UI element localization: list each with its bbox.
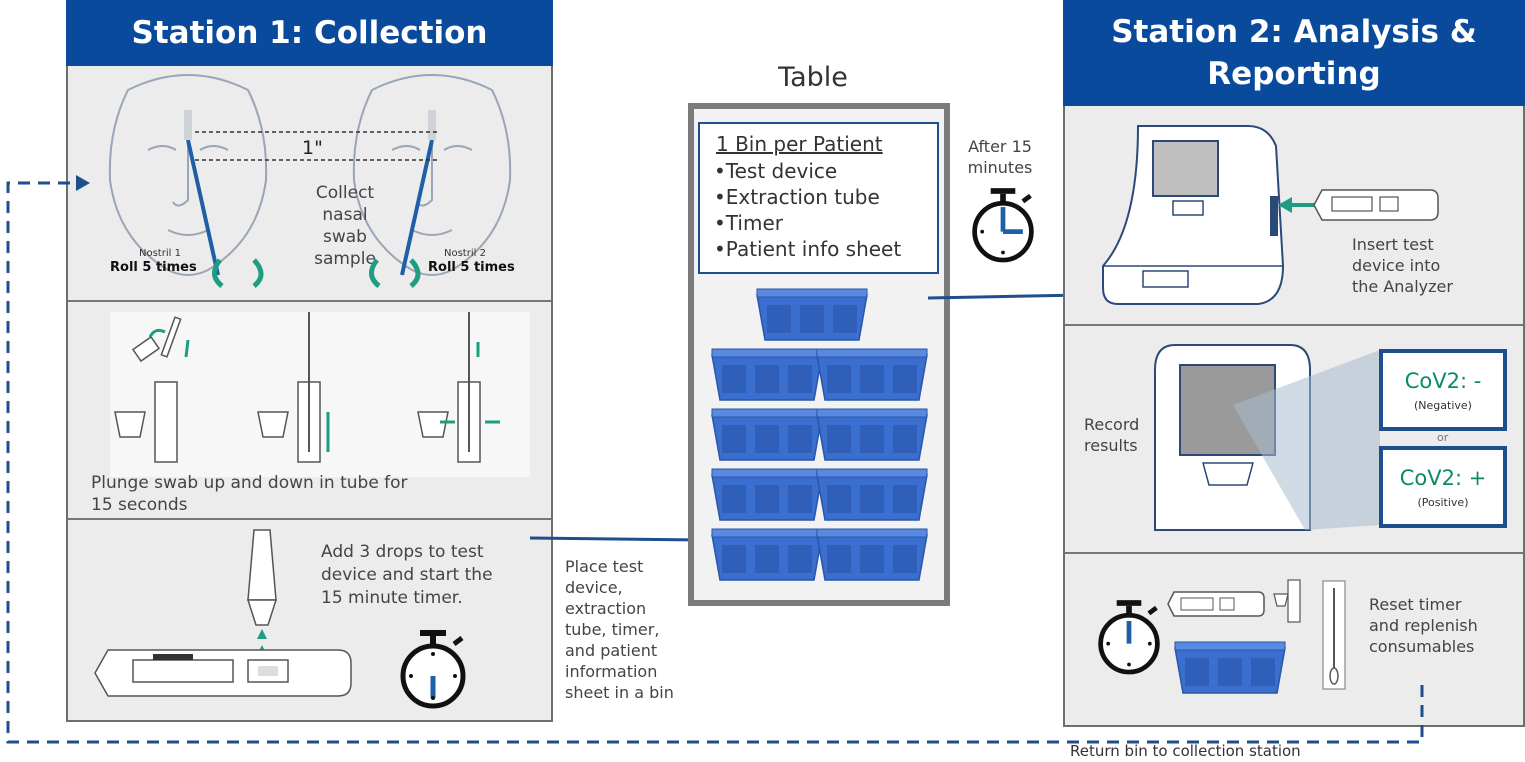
station2-title-line1: Station 2: Analysis & [1111,14,1477,50]
rotate-arrows-icon [212,258,264,288]
stopwatch-icon [400,630,466,709]
test-device-icon [1167,591,1265,617]
test-device-icon [1313,189,1439,221]
bin-checklist: 1 Bin per Patient •Test device •Extracti… [698,122,939,274]
divider [68,518,551,520]
drops-instruction: Add 3 drops to test device and start the… [321,542,493,608]
plunge-instruction: Plunge swab up and down in tube for 15 s… [91,473,408,515]
ruler-label: 1" [302,137,323,159]
swab-icon [246,529,278,655]
extraction-tube-icon [110,312,530,477]
negative-result: CoV2: - [1404,369,1482,393]
nostril1-action: Roll 5 times [110,260,197,275]
list-item: •Extraction tube [714,185,880,209]
station1-title: Station 1: Collection [66,0,553,66]
stopwatch-icon [972,188,1034,263]
reset-instruction: Reset timer and replenish consumables [1369,595,1478,656]
record-instruction: Record results [1084,415,1140,455]
swab-icon [1322,580,1346,690]
positive-result-card: CoV2: + (Positive) [1379,446,1507,528]
nostril2-action: Roll 5 times [428,260,515,275]
face-icon [352,74,512,276]
divider [68,300,551,302]
ruler-lines [195,131,440,161]
rotate-arrows-icon [369,258,421,288]
analyzer-icon [1154,344,1380,531]
station2-title: Station 2: Analysis & Reporting [1063,0,1525,106]
face-icon [108,74,268,276]
insert-instruction: Insert test device into the Analyzer [1352,235,1453,296]
divider [1065,324,1523,326]
negative-result-card: CoV2: - (Negative) [1379,349,1507,431]
nostril2-label: Nostril 2 [444,248,486,259]
station2-title-line2: Reporting [1207,56,1381,92]
return-path [6,175,1424,744]
insert-arrow [1278,197,1316,213]
test-device-icon [94,649,352,697]
nostril1-label: Nostril 1 [139,248,181,259]
bin-icon [1174,641,1286,694]
analyzer-icon [1102,125,1285,305]
stopwatch-icon [1098,600,1160,675]
return-note: Return bin to collection station [1070,742,1301,760]
list-item: •Patient info sheet [714,237,902,261]
extraction-tube-icon [1273,579,1301,623]
timer-note: After 15 minutes [967,137,1033,177]
list-item: •Timer [714,211,783,235]
positive-result: CoV2: + [1399,466,1487,490]
collect-instruction: Collect nasal swab sample [314,183,376,269]
table-title: Table [778,62,848,93]
checklist-heading: 1 Bin per Patient [716,132,883,156]
divider [1065,552,1523,554]
place-note: Place test device, extraction tube, time… [565,557,674,702]
collection-step1 [68,66,551,300]
negative-sub: (Negative) [1414,399,1472,412]
or-text: or [1437,431,1449,444]
list-item: •Test device [714,159,838,183]
positive-sub: (Positive) [1417,496,1469,509]
